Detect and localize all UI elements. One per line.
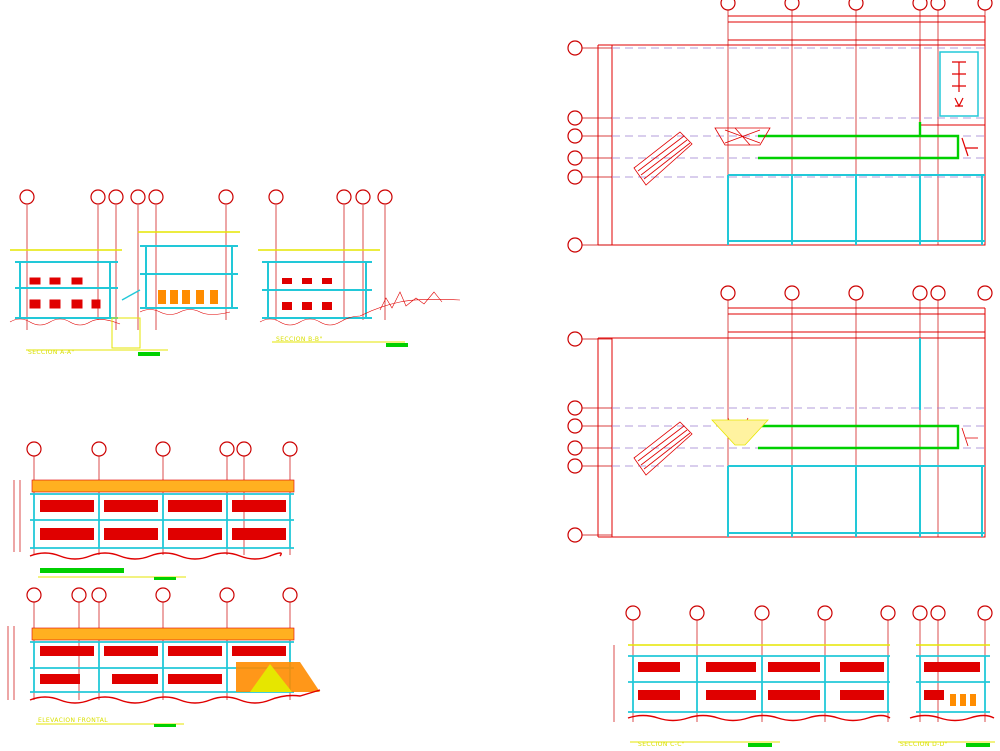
section-cc-drawing — [613, 620, 891, 747]
axis-bubble — [848, 285, 864, 301]
title-section-cc: SECCION C-C" — [638, 741, 685, 748]
axis-bubble — [977, 605, 993, 621]
axis-bubble — [784, 285, 800, 301]
axis-bubble — [148, 189, 164, 205]
axis-bubble — [355, 189, 371, 205]
axis-bubble — [625, 605, 641, 621]
axis-bubble — [720, 285, 736, 301]
axis-bubble — [930, 285, 946, 301]
axis-bubble — [282, 441, 298, 457]
axis-bubble — [567, 527, 583, 543]
title-elevation-frontal: ELEVACION FRONTAL — [38, 717, 108, 724]
axis-bubble — [567, 110, 583, 126]
axis-bubble — [912, 605, 928, 621]
axis-bubble — [912, 0, 928, 11]
axis-bubble — [817, 605, 833, 621]
axis-bubble — [930, 0, 946, 11]
axis-bubble — [155, 441, 171, 457]
axis-bubble — [848, 0, 864, 11]
axis-bubble — [689, 605, 705, 621]
plan-lower — [582, 300, 986, 538]
axis-bubble — [219, 587, 235, 603]
axis-bubble — [567, 169, 583, 185]
axis-bubble — [977, 0, 993, 11]
axis-bubble — [336, 189, 352, 205]
axis-bubble — [567, 128, 583, 144]
axis-bubble — [754, 605, 770, 621]
section-dd-drawing — [898, 620, 995, 747]
axis-bubble — [219, 441, 235, 457]
axis-bubble — [567, 418, 583, 434]
axis-bubble — [130, 189, 146, 205]
section-bb-drawing — [258, 205, 461, 347]
axis-bubble — [567, 40, 583, 56]
axis-bubble — [930, 605, 946, 621]
axis-bubble — [567, 150, 583, 166]
axis-bubble — [108, 189, 124, 205]
axis-bubble — [282, 587, 298, 603]
axis-bubble — [567, 331, 583, 347]
axis-bubble — [567, 458, 583, 474]
axis-bubble — [567, 237, 583, 253]
axis-bubble — [26, 587, 42, 603]
elevation-frontal-drawing — [7, 602, 321, 727]
axis-bubble — [977, 285, 993, 301]
grid-bubbles — [19, 0, 993, 621]
axis-bubble — [784, 0, 800, 11]
axis-bubble — [377, 189, 393, 205]
section-aa-drawing — [9, 205, 240, 356]
axis-bubble — [218, 189, 234, 205]
axis-bubble — [155, 587, 171, 603]
axis-bubble — [19, 189, 35, 205]
title-section-bb: SECCION B-B" — [276, 336, 323, 343]
axis-bubble — [236, 441, 252, 457]
axis-bubble — [567, 400, 583, 416]
title-section-aa: SECCION A-A" — [28, 349, 75, 356]
title-section-dd: SECCION D-D" — [900, 741, 948, 748]
axis-bubble — [71, 587, 87, 603]
plan-upper — [582, 8, 986, 246]
elevation-back-drawing — [13, 455, 295, 580]
static-linework: SECCION A-A" SECCION B-B" ELEVACION FRON… — [7, 8, 995, 748]
axis-bubble — [90, 189, 106, 205]
axis-bubble — [268, 189, 284, 205]
axis-bubble — [912, 285, 928, 301]
axis-bubble — [91, 587, 107, 603]
axis-bubble — [26, 441, 42, 457]
axis-bubble — [91, 441, 107, 457]
axis-bubble — [720, 0, 736, 11]
axis-bubble — [567, 440, 583, 456]
axis-bubble — [880, 605, 896, 621]
